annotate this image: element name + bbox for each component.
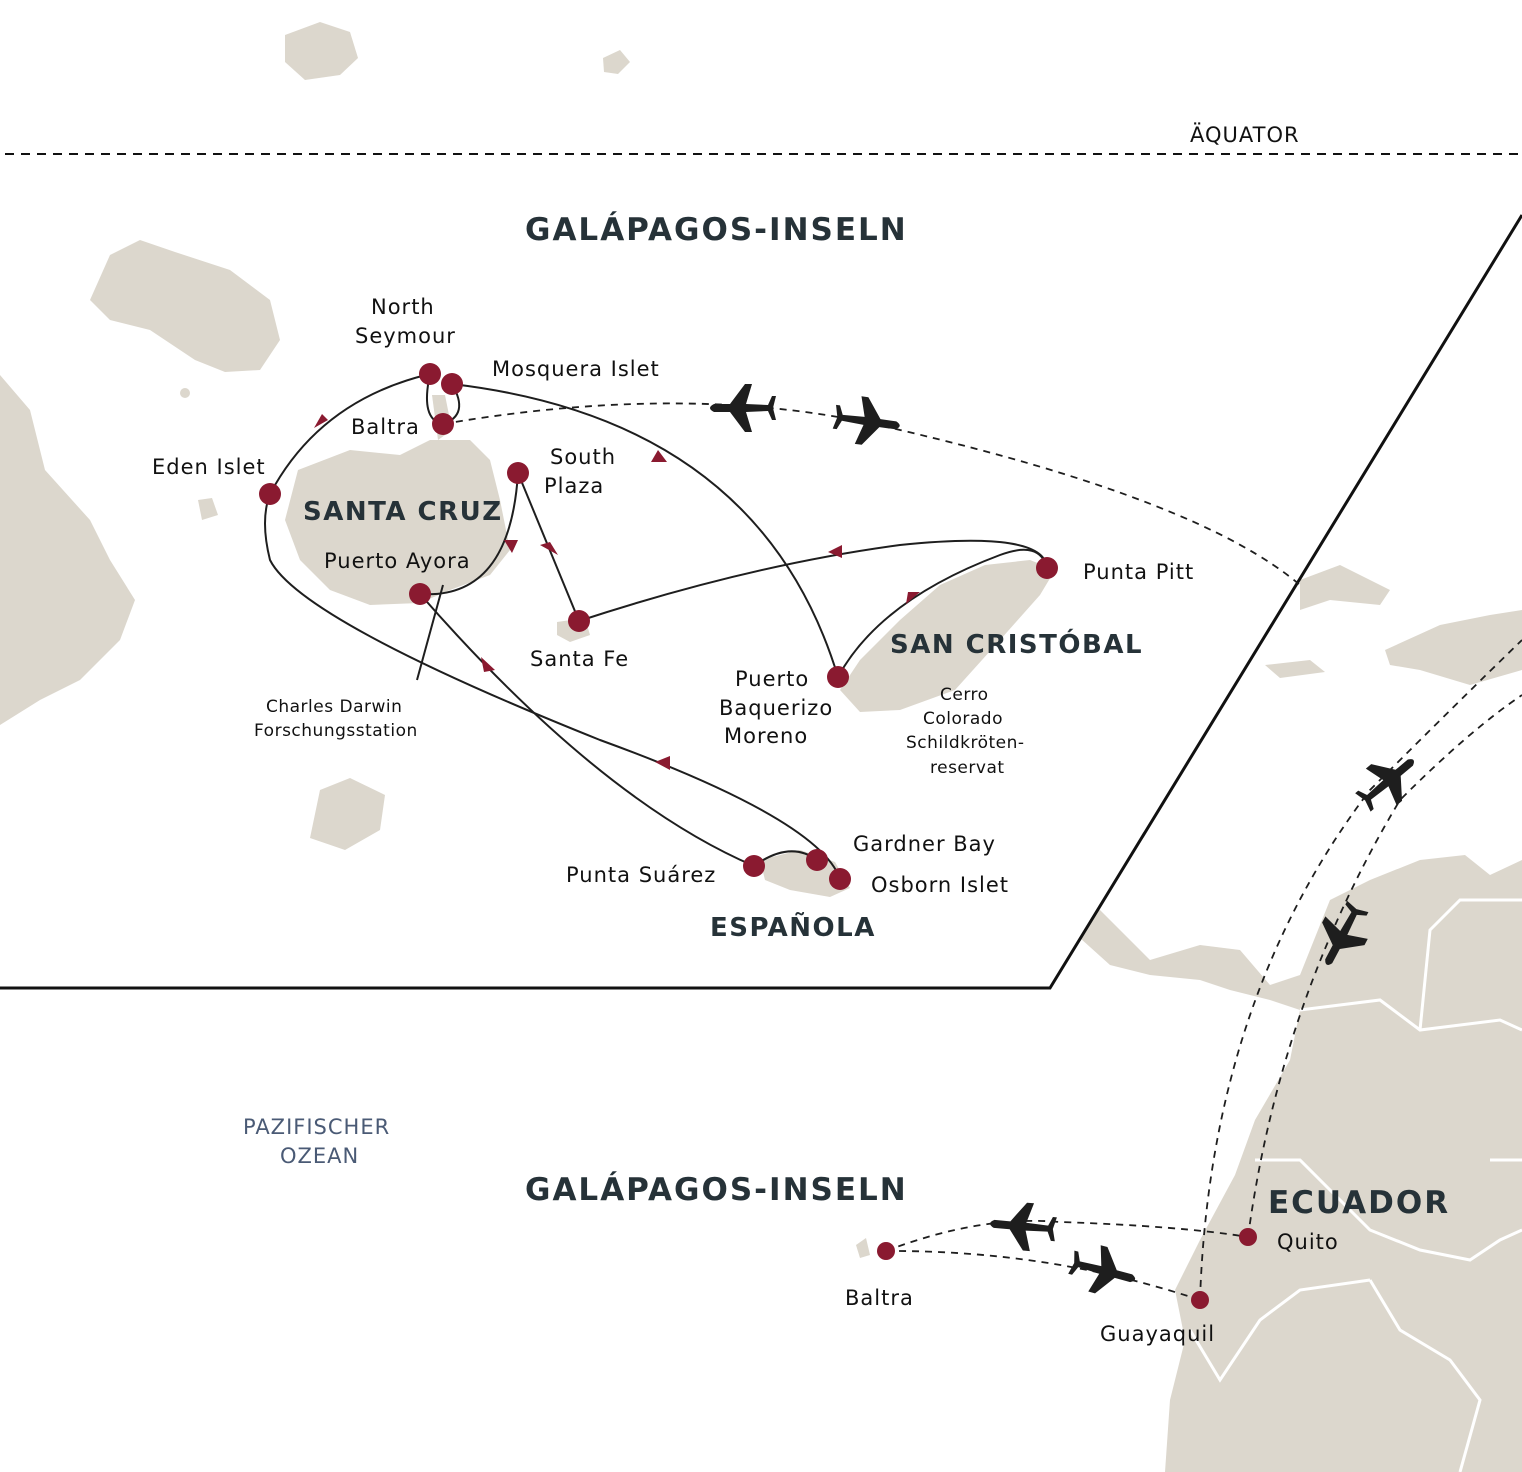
- label-south-plaza: South: [550, 445, 616, 469]
- ocean-label-2: OZEAN: [280, 1144, 359, 1168]
- island-espanola: ESPAÑOLA: [710, 911, 876, 943]
- marker-baltra-main[interactable]: [877, 1242, 895, 1260]
- label-cerro-1: Cerro: [940, 685, 989, 705]
- equator-label: ÄQUATOR: [1190, 122, 1300, 147]
- island-santa-cruz: SANTA CRUZ: [303, 497, 503, 527]
- marker-south-plaza[interactable]: [507, 462, 529, 484]
- label-cerro-3: Schildkröten-: [906, 733, 1025, 753]
- label-baltra-main: Baltra: [845, 1286, 914, 1310]
- marker-punta-pitt[interactable]: [1036, 557, 1058, 579]
- plane-icon: [988, 1199, 1058, 1254]
- marker-quito[interactable]: [1239, 1228, 1257, 1246]
- marker-baltra[interactable]: [432, 413, 454, 435]
- label-punta-suarez: Punta Suárez: [566, 863, 716, 887]
- marker-gardner-bay[interactable]: [806, 849, 828, 871]
- marker-santa-fe[interactable]: [568, 610, 590, 632]
- label-darwin-1: Charles Darwin: [266, 697, 402, 717]
- label-santa-fe: Santa Fe: [530, 647, 629, 671]
- mainland: [1060, 565, 1522, 1472]
- country-label: ECUADOR: [1268, 1185, 1450, 1221]
- marker-punta-suarez[interactable]: [743, 855, 765, 877]
- label-south-plaza-2: Plaza: [544, 474, 604, 498]
- marker-north-seymour[interactable]: [419, 363, 441, 385]
- ocean-label-1: PAZIFISCHER: [243, 1115, 390, 1139]
- label-puerto-baquerizo-3: Moreno: [724, 724, 808, 748]
- marker-puerto-baquerizo[interactable]: [827, 666, 849, 688]
- marker-puerto-ayora[interactable]: [409, 583, 431, 605]
- label-mosquera: Mosquera Islet: [492, 357, 660, 381]
- label-quito: Quito: [1277, 1230, 1339, 1254]
- inset-title: GALÁPAGOS-INSELN: [525, 212, 908, 248]
- label-darwin-2: Forschungsstation: [254, 721, 418, 741]
- main-title: GALÁPAGOS-INSELN: [525, 1172, 908, 1208]
- island-san-cristobal: SAN CRISTÓBAL: [890, 628, 1143, 660]
- label-gardner-bay: Gardner Bay: [853, 832, 996, 856]
- marker-mosquera[interactable]: [441, 373, 463, 395]
- marker-guayaquil[interactable]: [1191, 1291, 1209, 1309]
- label-baltra: Baltra: [351, 415, 420, 439]
- label-guayaquil: Guayaquil: [1100, 1322, 1215, 1346]
- inset-border: [0, 214, 1522, 990]
- plane-icon: [1065, 1238, 1142, 1303]
- label-cerro-4: reservat: [930, 758, 1005, 778]
- label-puerto-baquerizo-1: Puerto: [735, 667, 809, 691]
- marker-eden[interactable]: [259, 483, 281, 505]
- galapagos-islands: [0, 22, 1055, 1258]
- label-cerro-2: Colorado: [923, 709, 1003, 729]
- label-north-seymour: North: [371, 295, 435, 319]
- inset-panel: [0, 160, 1522, 988]
- label-puerto-baquerizo-2: Baquerizo: [719, 696, 833, 720]
- label-punta-pitt: Punta Pitt: [1083, 560, 1194, 584]
- label-puerto-ayora: Puerto Ayora: [324, 549, 471, 573]
- plane-icon: [1347, 741, 1429, 821]
- label-eden: Eden Islet: [152, 455, 266, 479]
- stop-markers: [259, 363, 1257, 1309]
- label-north-seymour-2: Seymour: [355, 324, 456, 348]
- label-osborn: Osborn Islet: [871, 873, 1009, 897]
- marker-osborn[interactable]: [829, 868, 851, 890]
- flight-routes: [442, 402, 1522, 1301]
